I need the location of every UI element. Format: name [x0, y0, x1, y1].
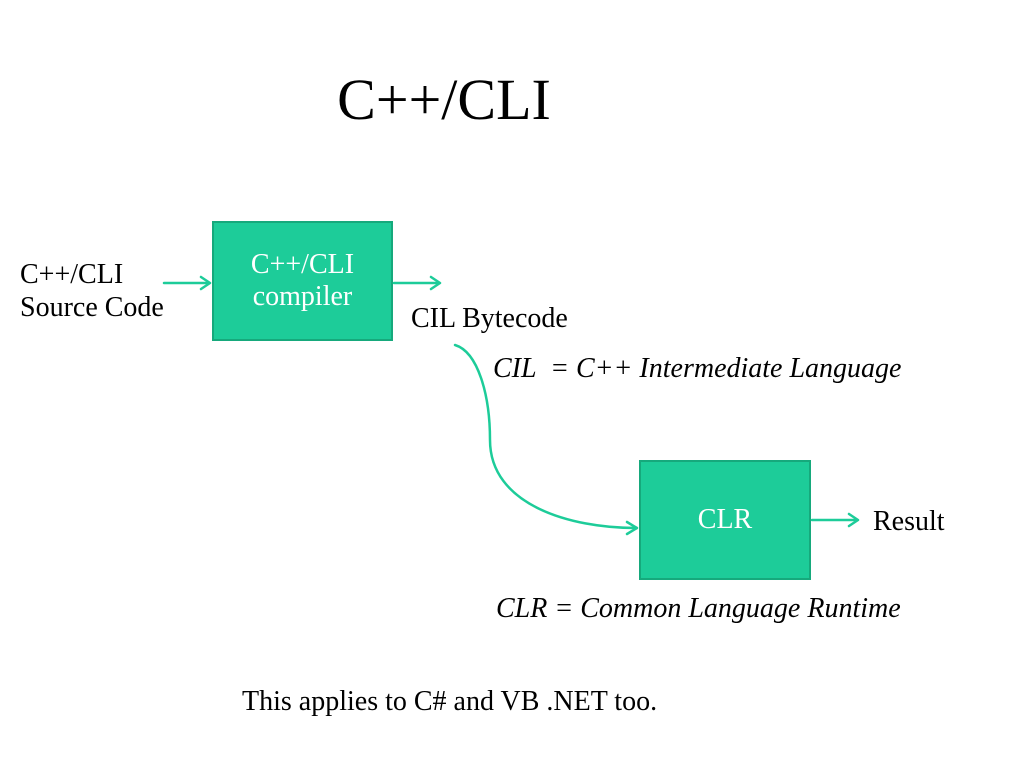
slide-title: C++/CLI: [337, 67, 551, 132]
compiler-box-line-2: compiler: [252, 281, 353, 312]
compiler-to-bytecode-arrow: [392, 275, 442, 291]
source-code-line-1: C++/CLI: [20, 259, 124, 290]
footer-note: This applies to C# and VB .NET too.: [242, 686, 658, 717]
bytecode-label: CIL Bytecode: [411, 303, 568, 334]
source-code-line-2: Source Code: [20, 292, 164, 323]
bytecode-to-clr-arrow: [453, 343, 639, 536]
source-to-compiler-arrow: [162, 275, 212, 291]
clr-box-label: CLR: [697, 504, 753, 535]
clr-definition: CLR = Common Language Runtime: [496, 593, 901, 624]
compiler-box-text: C++/CLI compiler: [251, 249, 354, 313]
compiler-box: C++/CLI compiler: [212, 221, 393, 341]
result-label: Result: [873, 506, 945, 537]
clr-to-result-arrow: [810, 512, 860, 528]
clr-box: CLR: [639, 460, 811, 580]
cil-definition: CIL = C++ Intermediate Language: [493, 353, 902, 384]
source-code-label: C++/CLI Source Code: [20, 258, 164, 324]
compiler-box-line-1: C++/CLI: [250, 249, 355, 280]
